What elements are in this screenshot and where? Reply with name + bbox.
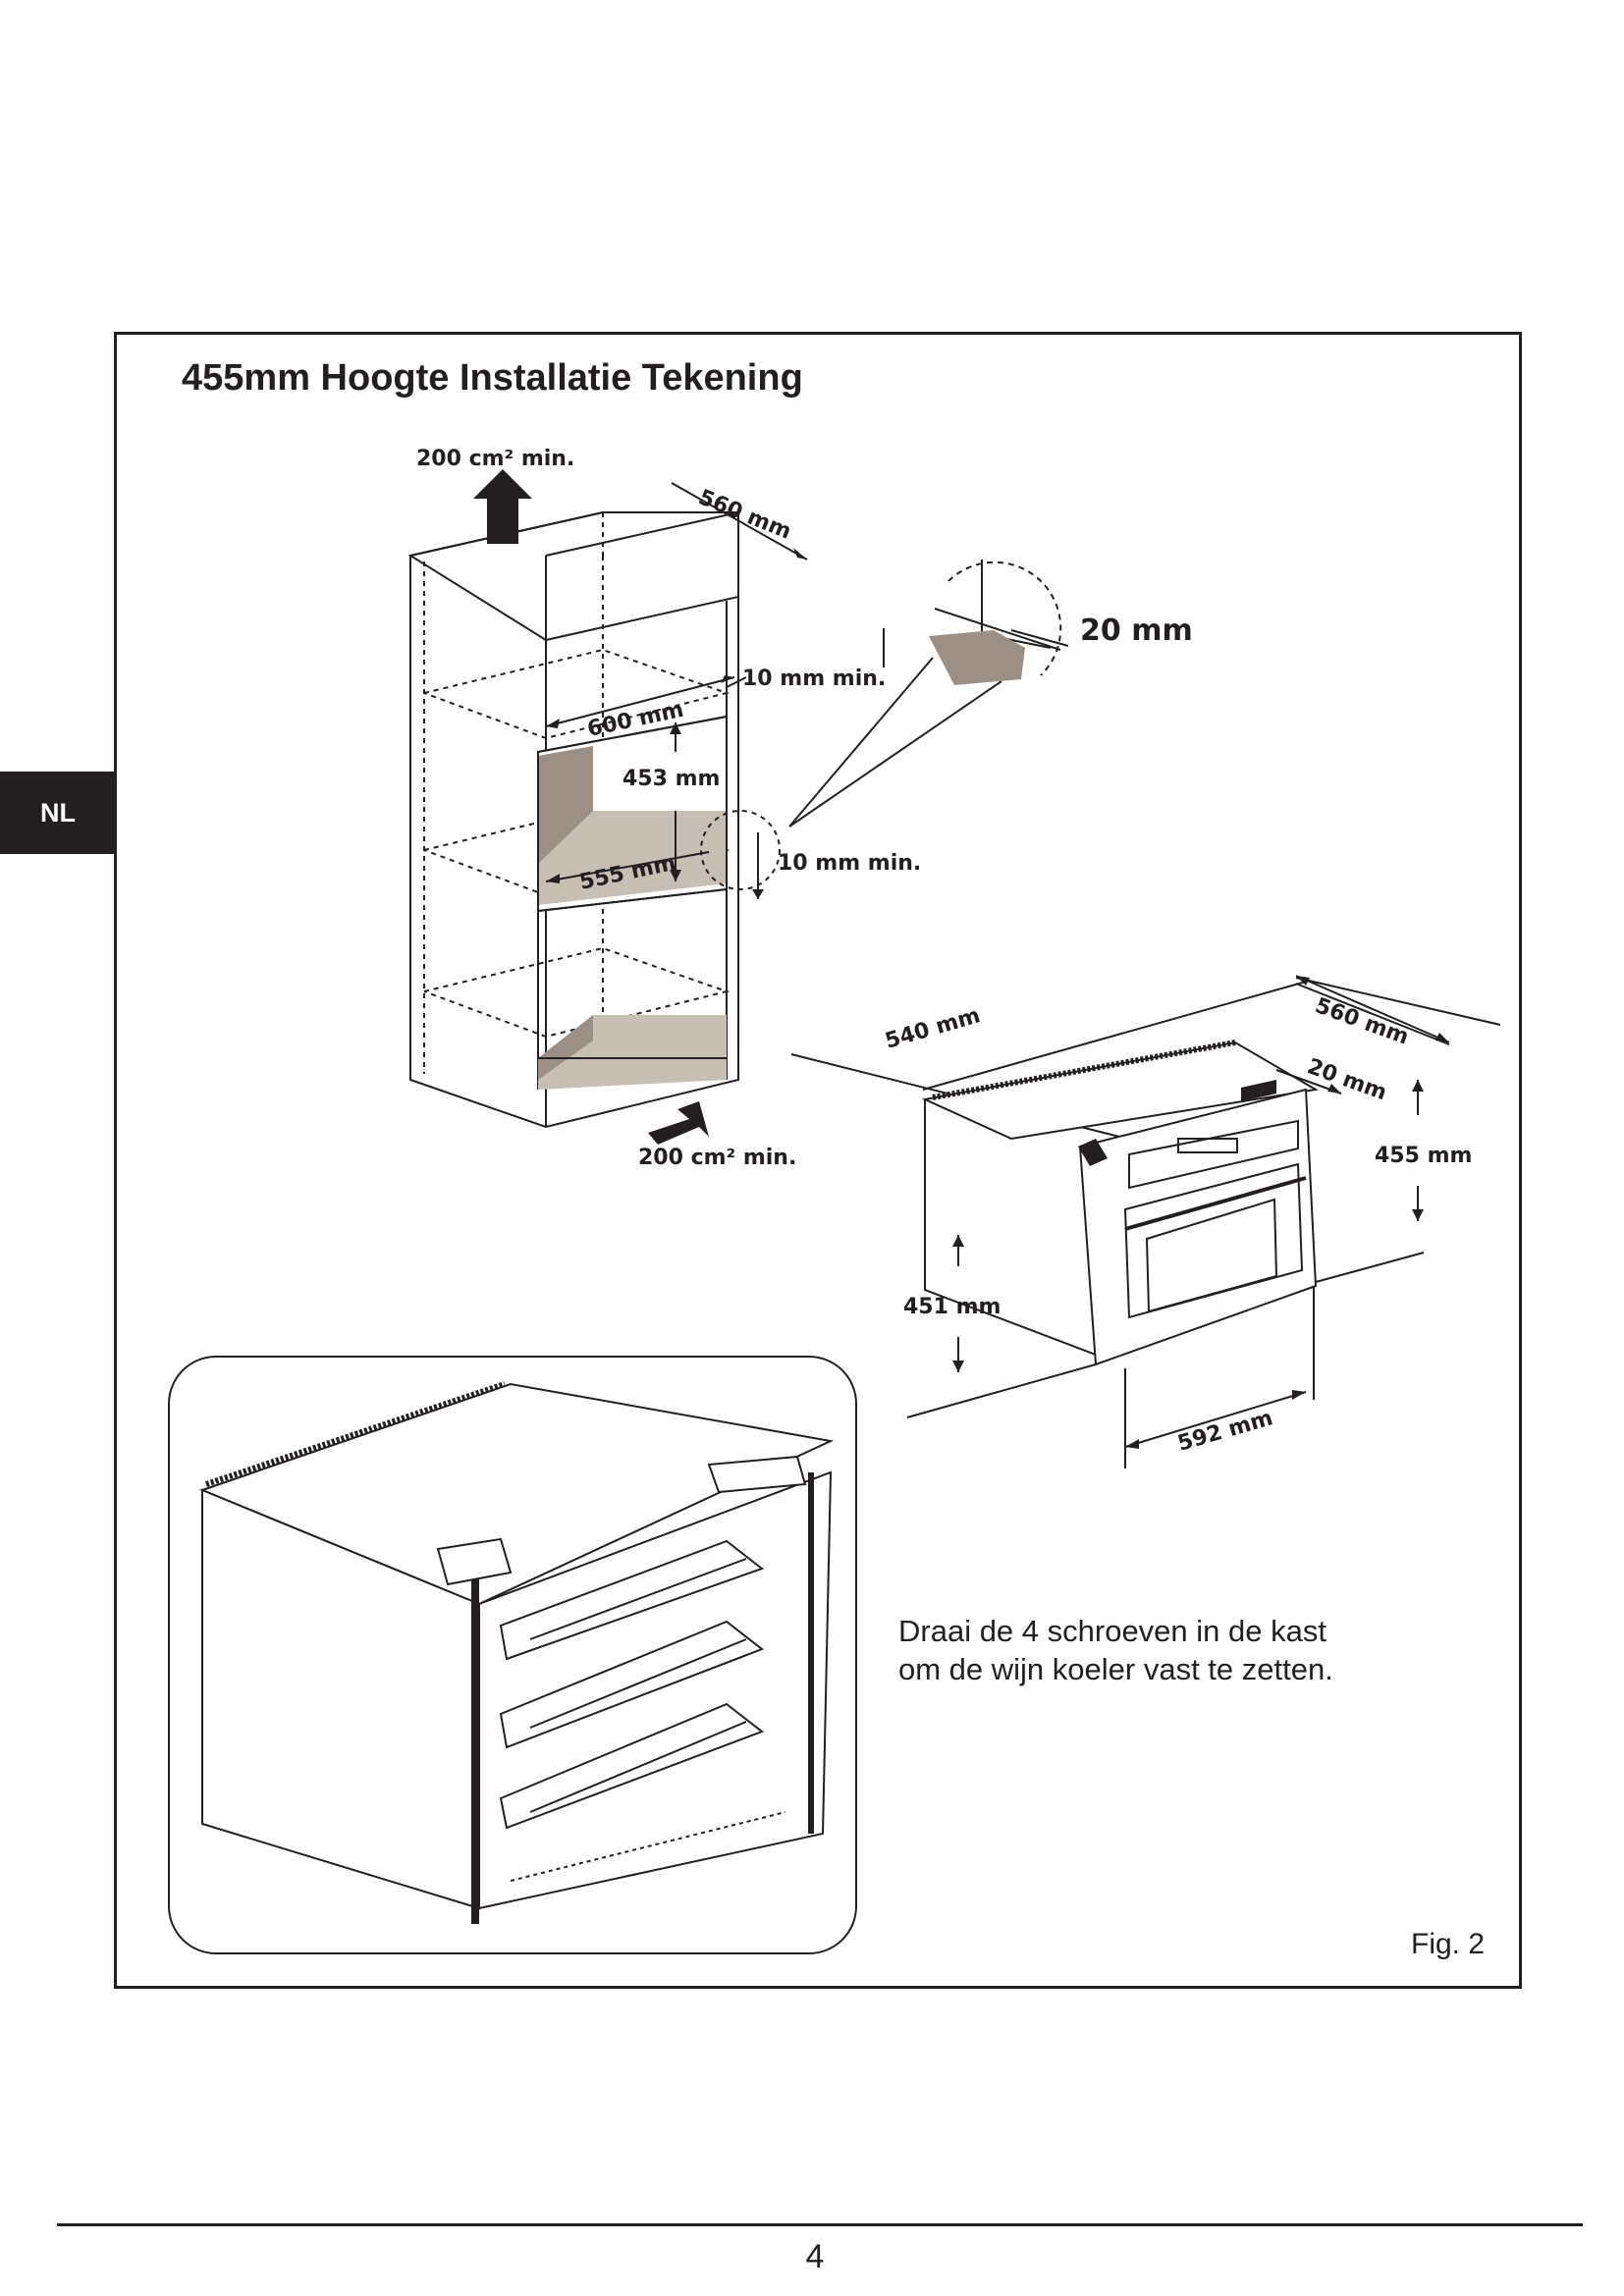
niche-height-label: 453 mm: [623, 767, 720, 791]
front-height-label: 455 mm: [1375, 1144, 1472, 1168]
appliance-drawing: [790, 975, 1501, 1468]
body-depth-label: 540 mm: [883, 1003, 983, 1053]
gap-top-label: 10 mm min.: [742, 667, 886, 691]
front-width-label: 592 mm: [1175, 1406, 1275, 1456]
vent-top-label: 200 cm² min.: [416, 447, 574, 471]
body-height-label: 451 mm: [903, 1295, 1001, 1319]
total-depth-label: 560 mm: [1312, 993, 1412, 1050]
front-thickness-label: 20 mm: [1304, 1054, 1390, 1105]
language-tab: NL: [0, 772, 116, 854]
figure-frame: [114, 332, 1522, 1989]
cabinet-drawing: [407, 469, 1069, 1145]
page-title: 455mm Hoogte Installatie Tekening: [182, 357, 803, 399]
detail-thickness-label: 20 mm: [1080, 614, 1193, 648]
gap-bottom-label: 10 mm min.: [778, 851, 921, 876]
footer-rule: [57, 2223, 1583, 2226]
page-number: 4: [805, 2238, 825, 2275]
figure-label: Fig. 2: [1411, 1928, 1486, 1960]
vent-bottom-label: 200 cm² min.: [638, 1146, 796, 1170]
mounting-detail: [168, 1356, 857, 1954]
mounting-instruction: Draai de 4 schroeven in de kast om de wi…: [898, 1614, 1333, 1686]
